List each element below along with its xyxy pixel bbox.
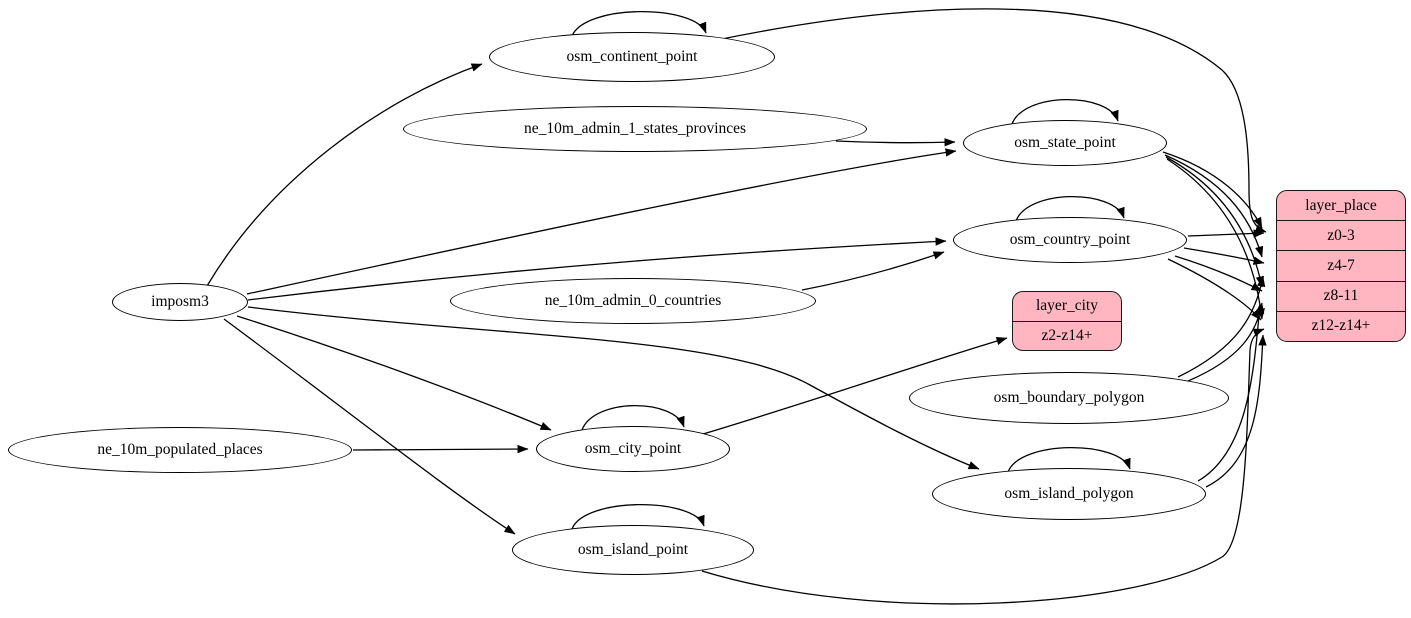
node-ne-10m-admin-0-countries: ne_10m_admin_0_countries	[450, 278, 816, 324]
edge-osm-city-point-layer-city-z2-z14	[702, 336, 1008, 435]
node-osm-city-point: osm_city_point	[536, 426, 730, 472]
node-osm-continent-point: osm_continent_point	[489, 32, 775, 82]
edge-osm-country-point-layer-place-z12-z14	[1167, 258, 1262, 321]
edge-self-loop-osm-continent-point	[571, 10, 707, 37]
record-layer-city-title: layer_city	[1036, 297, 1098, 315]
record-layer-place-title: layer_place	[1305, 196, 1377, 214]
node-osm-country-point: osm_country_point	[953, 217, 1187, 263]
edge-imposm3-osm-continent-point	[206, 63, 483, 287]
record-layer-place-row-z0-3: z0-3	[1277, 220, 1405, 250]
node-ne-10m-populated-places: ne_10m_populated_places	[8, 427, 352, 473]
edge-self-loop-osm-state-point	[1011, 99, 1119, 125]
record-layer-place-row-z12-z14: z12-z14+	[1277, 310, 1405, 341]
record-layer-place-row-z8-11: z8-11	[1277, 280, 1405, 311]
record-layer-city: layer_city z2-z14+	[1012, 291, 1122, 351]
edge-osm-island-point-layer-place-z12-z14	[701, 328, 1265, 605]
edge-osm-state-point-layer-place-z8-11	[1165, 156, 1265, 288]
edge-osm-state-point-layer-place-z12-z14	[1166, 158, 1265, 320]
edge-imposm3-osm-city-point	[236, 315, 552, 431]
record-layer-place-row-z4-7: z4-7	[1277, 250, 1405, 280]
record-layer-city-row-z2-z14: z2-z14+	[1013, 320, 1121, 351]
edge-imposm3-osm-island-point	[223, 318, 516, 535]
edge-self-loop-osm-island-point	[571, 503, 705, 530]
edge-ne-10m-populated-places-osm-city-point	[352, 444, 529, 454]
edge-imposm3-osm-country-point	[247, 237, 947, 301]
edge-imposm3-osm-state-point	[246, 148, 957, 295]
edge-self-loop-osm-country-point	[1015, 196, 1125, 222]
edge-imposm3-osm-island-polygon	[247, 306, 980, 470]
node-ne-10m-admin-1-states-provinces: ne_10m_admin_1_states_provinces	[403, 106, 867, 152]
edge-osm-state-point-layer-place-z0-3	[1162, 151, 1263, 229]
edge-osm-state-point-layer-place-z4-7	[1164, 154, 1264, 258]
node-imposm3: imposm3	[112, 283, 248, 321]
edge-self-loop-osm-island-polygon	[1007, 447, 1131, 473]
edge-ne-10m-admin-0-countries-osm-country-point	[801, 251, 945, 291]
edge-ne-10m-admin-1-states-provinces-osm-state-point	[835, 138, 956, 147]
record-layer-place: layer_place z0-3 z4-7 z8-11 z12-z14+	[1276, 190, 1406, 342]
edge-osm-country-point-layer-place-z8-11	[1174, 255, 1263, 292]
node-osm-boundary-polygon: osm_boundary_polygon	[909, 372, 1229, 424]
node-osm-island-point: osm_island_point	[512, 525, 754, 575]
edge-osm-continent-point-layer-place-z0-3	[711, 8, 1267, 233]
edge-osm-country-point-layer-place-z0-3	[1187, 229, 1265, 238]
edge-osm-country-point-layer-place-z4-7	[1183, 247, 1265, 265]
edge-osm-island-polygon-layer-place-z12-z14	[1205, 334, 1267, 488]
node-osm-island-polygon: osm_island_polygon	[932, 468, 1206, 520]
edge-self-loop-osm-city-point	[581, 405, 685, 431]
edge-osm-boundary-polygon-layer-place-z4-7	[1177, 275, 1266, 378]
node-osm-state-point: osm_state_point	[963, 120, 1167, 166]
